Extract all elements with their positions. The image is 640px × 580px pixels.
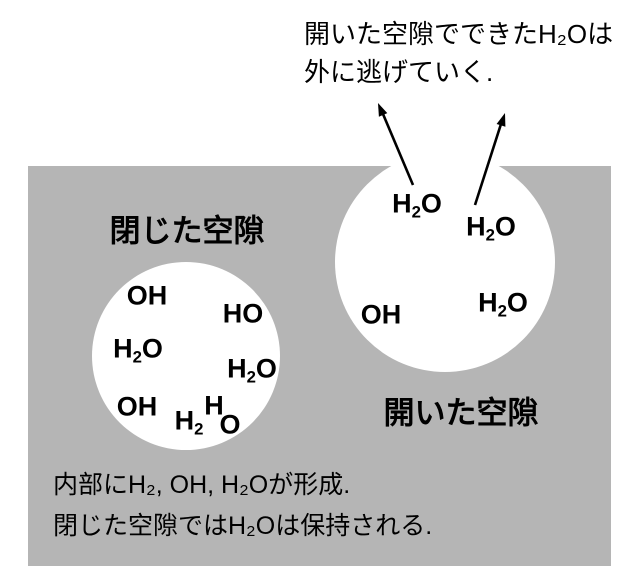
molecule-oh: OH	[126, 280, 168, 311]
formula-main: O	[219, 409, 241, 440]
formula-main: OH	[126, 280, 168, 311]
closed-void-label: 閉じた空隙	[109, 213, 265, 249]
formula-main: H	[174, 405, 195, 436]
molecule-h2o: H2O	[478, 287, 528, 321]
escape-arrow-right-icon	[473, 113, 506, 206]
formula-subscript: 2	[194, 419, 204, 439]
formula-subscript: 2	[485, 225, 495, 245]
caption-top-line2: 外に逃げていく.	[304, 57, 494, 87]
caption-open-void-escape: 開いた空隙でできたH₂Oは 外に逃げていく.	[304, 15, 613, 91]
molecule-h2o: H2O	[227, 353, 277, 387]
escape-arrow-left-icon	[378, 103, 415, 186]
molecule-ho: HO	[222, 298, 264, 329]
molecule-h2: H2	[174, 405, 204, 439]
formula-main: H	[466, 211, 486, 242]
formula-subscript: 2	[411, 202, 421, 222]
molecule-h2o: H2O	[113, 333, 163, 367]
closed-void-circle	[92, 262, 280, 450]
caption-bottom-line1: 内部にH₂, OH, H₂Oが形成.	[53, 471, 351, 499]
formula-tail: O	[494, 211, 516, 242]
formula-subscript: 2	[246, 367, 256, 387]
molecule-h2o: H2O	[392, 188, 442, 222]
open-void-label: 開いた空隙	[383, 395, 539, 431]
formula-main: H	[392, 188, 412, 219]
molecule-h2o: H2O	[466, 211, 516, 245]
molecule-h: H	[204, 390, 224, 421]
formula-tail: O	[141, 333, 163, 364]
formula-main: H	[227, 353, 247, 384]
formula-main: HO	[222, 298, 264, 329]
caption-bottom-line2: 閉じた空隙ではH₂Oは保持される.	[53, 512, 433, 540]
formula-subscript: 2	[132, 347, 142, 367]
formula-main: H	[478, 287, 498, 318]
open-void-circle	[335, 152, 555, 372]
formula-tail: O	[255, 353, 277, 384]
formula-subscript: 2	[497, 301, 507, 321]
formula-main: OH	[360, 299, 402, 330]
formula-tail: O	[506, 287, 528, 318]
molecule-oh: OH	[360, 299, 402, 330]
molecule-o: O	[219, 409, 241, 440]
caption-closed-void-retention: 内部にH₂, OH, H₂Oが形成. 閉じた空隙ではH₂Oは保持される.	[53, 465, 432, 547]
formula-main: H	[204, 390, 224, 421]
formula-main: OH	[116, 391, 158, 422]
formula-tail: O	[420, 188, 442, 219]
molecule-oh: OH	[116, 391, 158, 422]
caption-top-line1: 開いた空隙でできたH₂Oは	[304, 19, 614, 49]
formula-main: H	[113, 333, 133, 364]
